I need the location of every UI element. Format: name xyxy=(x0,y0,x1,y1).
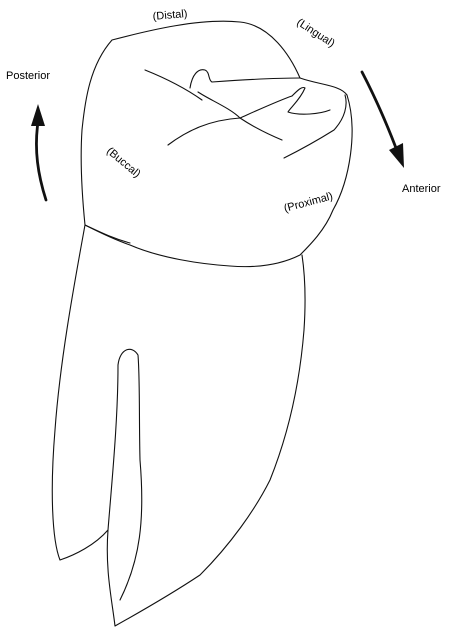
occlusal-groove-lower xyxy=(168,118,282,145)
label-posterior: Posterior xyxy=(6,70,50,82)
label-proximal: (Proximal) xyxy=(283,190,335,215)
occlusal-fossa xyxy=(190,70,300,88)
crown-ridge-right xyxy=(284,95,346,158)
label-lingual: (Lingual) xyxy=(294,16,336,49)
root-outline xyxy=(52,225,305,626)
posterior-arrowhead-icon xyxy=(31,104,45,126)
root-furcation xyxy=(108,349,142,600)
label-buccal: (Buccal) xyxy=(104,145,143,180)
occlusal-groove-center xyxy=(198,92,292,118)
anterior-arrow-shaft xyxy=(362,72,396,148)
label-anterior: Anterior xyxy=(402,183,441,195)
occlusal-groove-right xyxy=(288,87,330,114)
anterior-arrowhead-icon xyxy=(389,143,404,168)
occlusal-groove-left xyxy=(145,70,202,100)
label-distal: (Distal) xyxy=(152,8,188,23)
posterior-arrow-shaft xyxy=(36,122,46,200)
cervical-line xyxy=(85,225,130,243)
